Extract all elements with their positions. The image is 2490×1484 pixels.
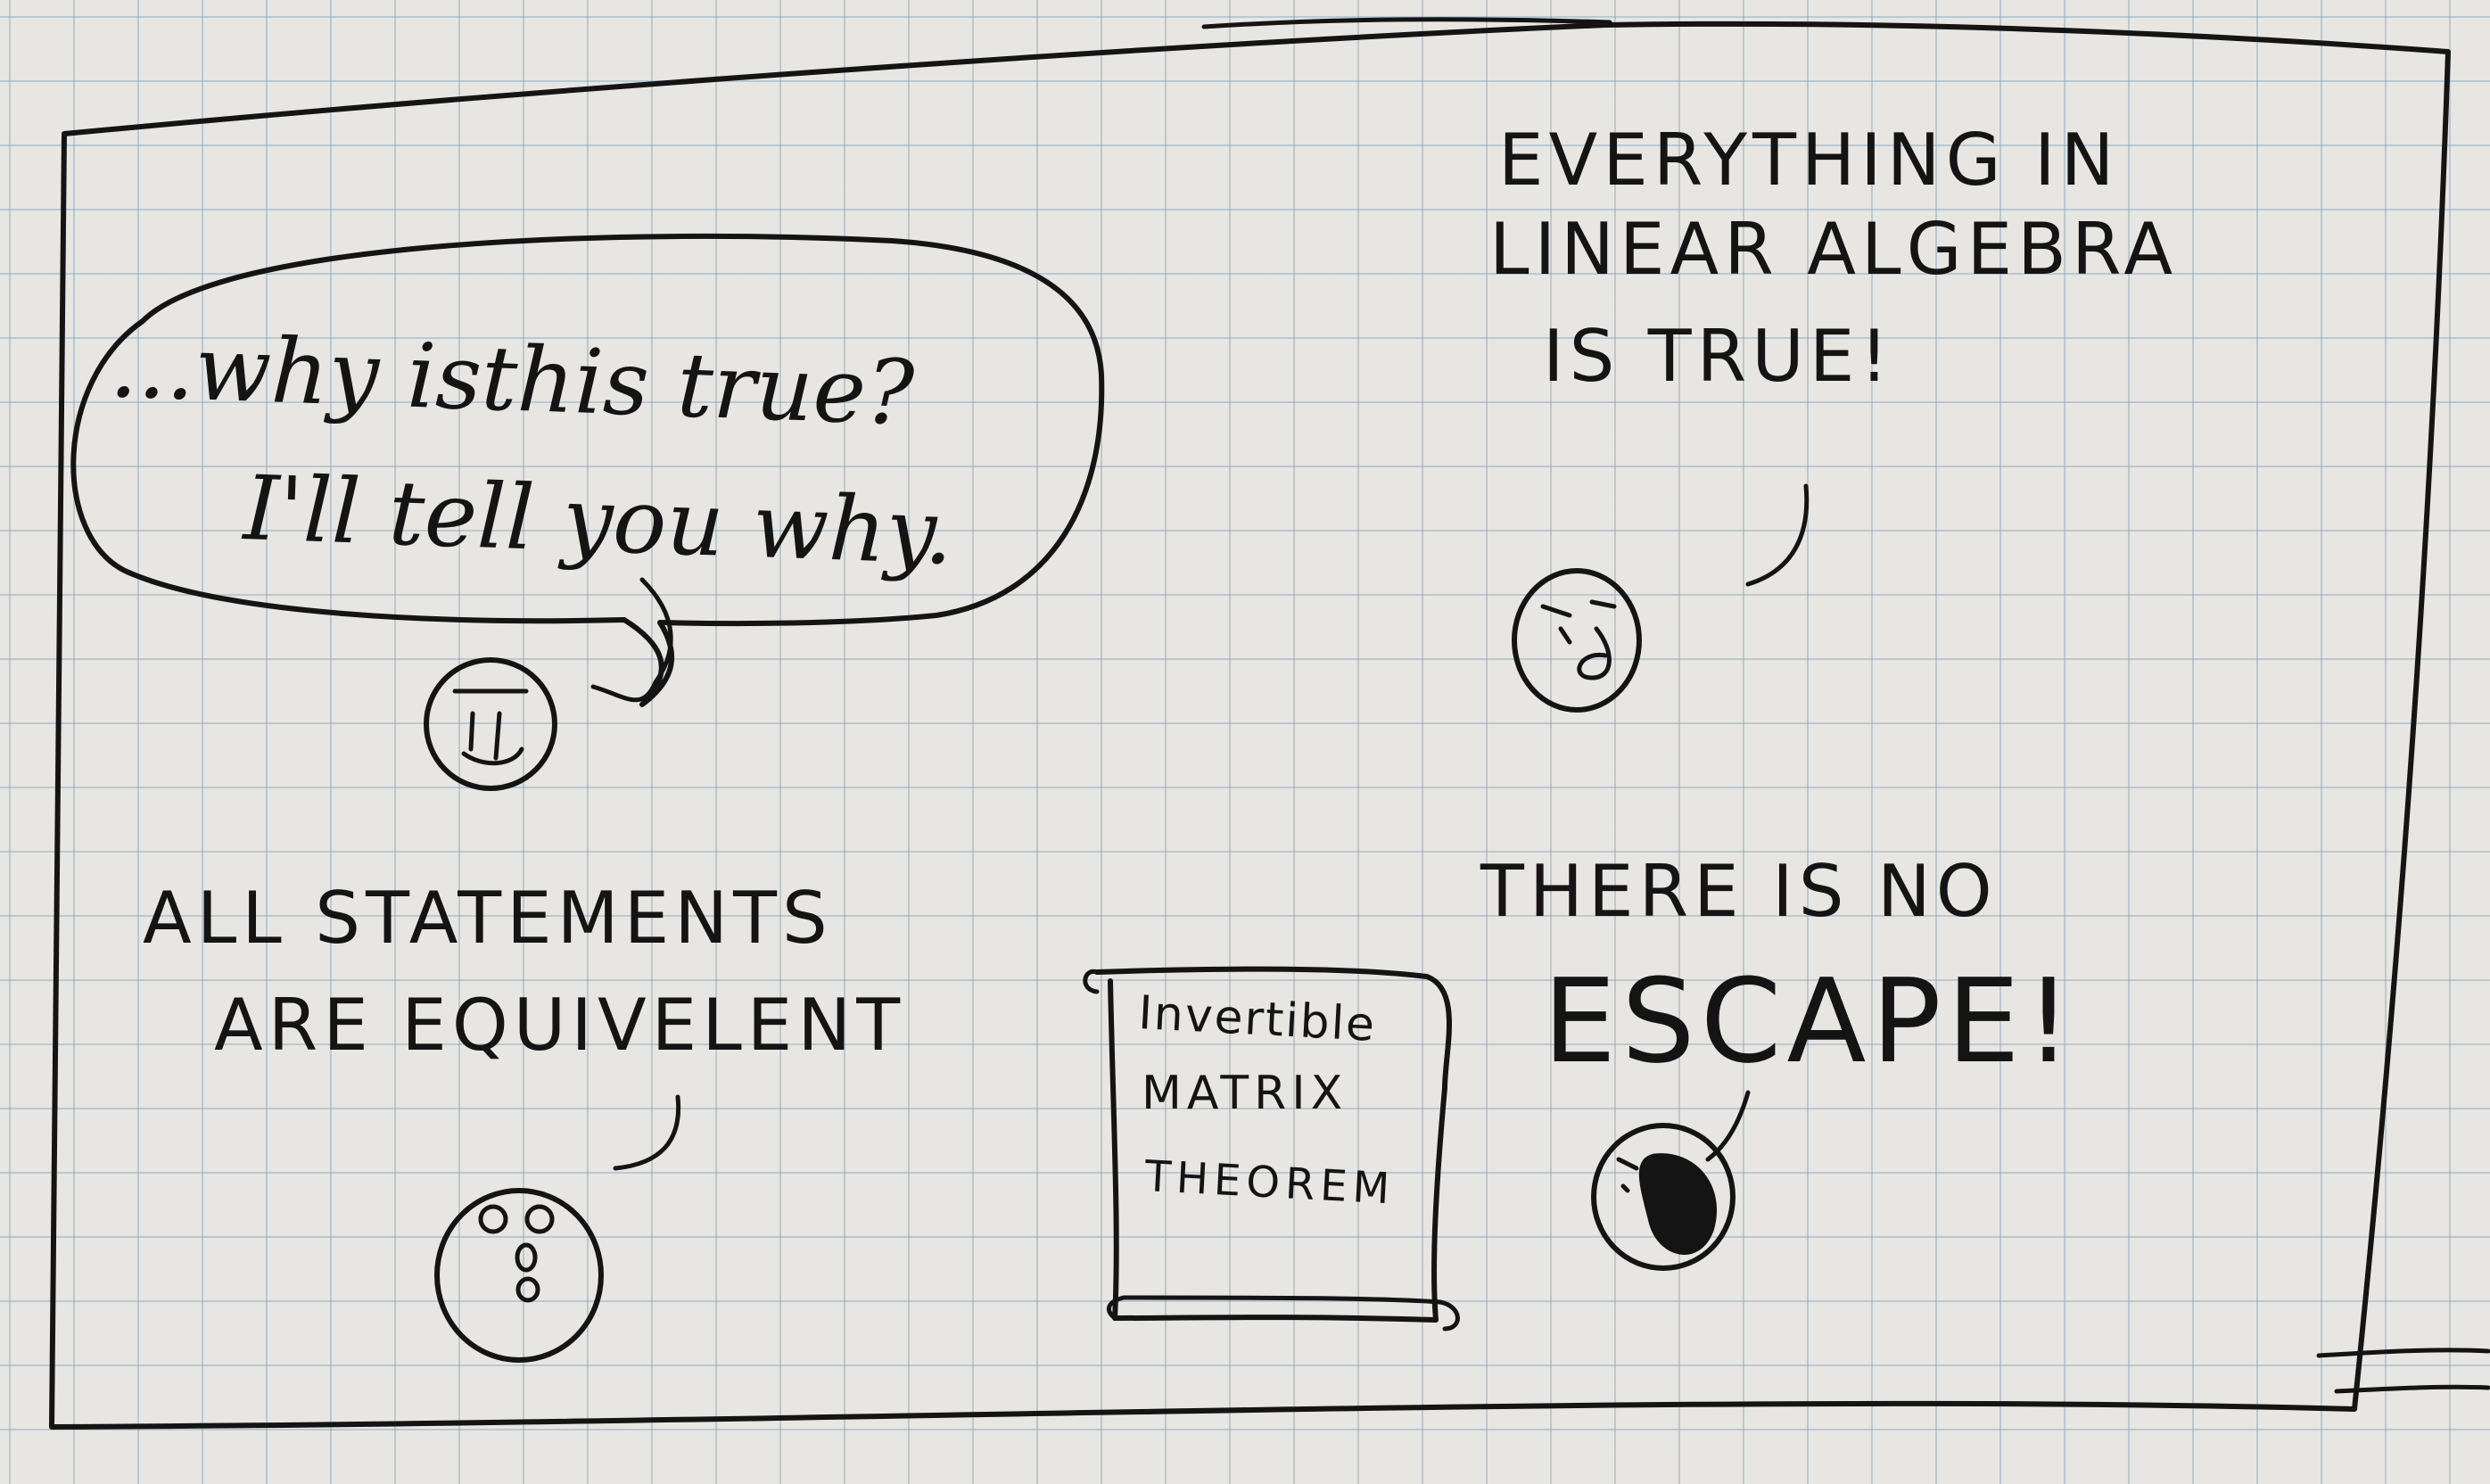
edge-scribble xyxy=(1201,17,1612,29)
face-doodle xyxy=(424,657,557,791)
face-doodle xyxy=(1512,568,1642,713)
escape-line-2: ESCAPE! xyxy=(1543,953,2078,1089)
edge-scribble xyxy=(2334,1384,2490,1394)
face-doodle xyxy=(478,1204,508,1234)
theorem-scroll xyxy=(1094,966,1452,1323)
face-doodle xyxy=(434,1188,604,1363)
speech-tick xyxy=(613,1094,681,1171)
face-doodle xyxy=(1616,1157,1639,1193)
face-doodle xyxy=(452,688,529,766)
face-doodle xyxy=(515,1242,538,1273)
speech-bubble xyxy=(70,233,1105,707)
panel-frame xyxy=(49,21,2451,1430)
scroll-curl xyxy=(1083,969,1460,1331)
statement-line-2: ARE EQUIVELENT xyxy=(214,984,906,1067)
face-doodle xyxy=(1540,599,1617,680)
scroll-line-1: Invertible xyxy=(1137,986,1378,1052)
edge-scribble xyxy=(2316,1348,2490,1358)
claim-line-1: EVERYTHING IN xyxy=(1498,119,2120,202)
speech-tail xyxy=(590,577,673,703)
speech-tick xyxy=(1745,483,1810,587)
speech-tick xyxy=(1705,1090,1751,1162)
scroll-line-3: THEOREM xyxy=(1143,1151,1397,1215)
escape-line-1: THERE IS NO xyxy=(1480,850,1998,933)
speech-line-2: I'll tell you why. xyxy=(242,456,955,585)
speech-line-1: ...why isthis true? xyxy=(108,313,916,446)
statement-line-1: ALL STATEMENTS xyxy=(143,877,833,960)
claim-line-3: IS TRUE! xyxy=(1543,315,1894,398)
scroll-line-2: MATRIX xyxy=(1142,1067,1348,1120)
face-shadow xyxy=(1638,1153,1718,1255)
face-doodle xyxy=(1591,1123,1736,1271)
face-doodle xyxy=(515,1276,540,1303)
claim-line-2: LINEAR ALGEBRA xyxy=(1489,208,2179,291)
face-doodle xyxy=(524,1204,555,1234)
